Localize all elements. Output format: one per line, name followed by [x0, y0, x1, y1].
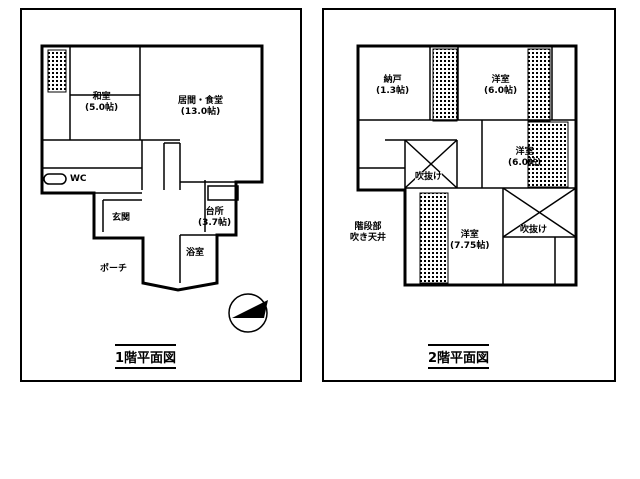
room-name: 納戸	[383, 75, 402, 85]
room-washitsu: 和室(5.0帖)	[85, 92, 118, 114]
room-name: 洋室	[460, 230, 479, 240]
room-porch: ポーチ	[100, 264, 128, 274]
room-size: (6.0帖)	[508, 158, 542, 168]
room-wc: WC	[70, 174, 87, 184]
room-western-2: 洋室(6.0帖)	[508, 147, 541, 169]
room-bath: 浴室	[186, 248, 205, 258]
room-size: (3.7帖)	[198, 218, 232, 228]
room-void-1: 吹抜け	[415, 172, 443, 183]
room-size: (1.3帖)	[376, 86, 410, 96]
room-name: 台所	[205, 207, 224, 217]
stair-ceiling-note: 階段部 吹き天井	[350, 222, 387, 243]
room-living-dining: 居間・食堂(13.0帖)	[178, 96, 223, 118]
floor1-title: 1階平面図	[115, 344, 177, 369]
room-name: 和室	[92, 92, 111, 102]
floor2-walls	[356, 44, 578, 287]
room-void-2: 吹抜け	[520, 225, 548, 236]
floor2-title: 2階平面図	[428, 344, 490, 369]
room-storage: 納戸(1.3帖)	[376, 75, 409, 97]
floor1-panel	[20, 8, 302, 382]
room-western-3: 洋室(7.75帖)	[450, 230, 489, 252]
room-size: (5.0帖)	[85, 103, 119, 113]
room-name: 居間・食堂	[178, 96, 224, 106]
room-size: (6.0帖)	[484, 86, 518, 96]
room-western-1: 洋室(6.0帖)	[484, 75, 517, 97]
room-name: 洋室	[515, 147, 534, 157]
room-name: 洋室	[491, 75, 510, 85]
compass-icon	[228, 293, 268, 333]
floor2-panel	[322, 8, 616, 382]
room-size: (7.75帖)	[450, 241, 490, 251]
room-entrance: 玄関	[112, 213, 131, 223]
room-size: (13.0帖)	[180, 107, 221, 117]
room-kitchen: 台所(3.7帖)	[198, 207, 231, 229]
